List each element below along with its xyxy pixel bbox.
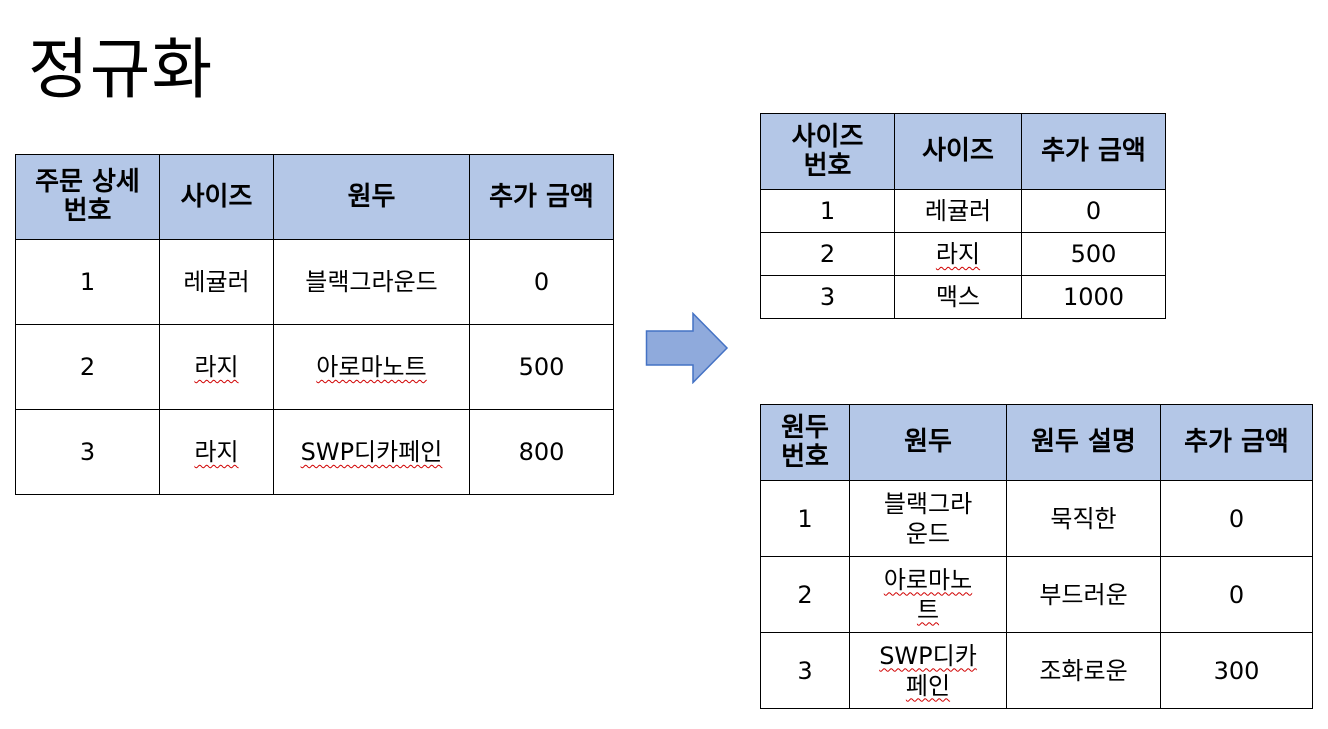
size-table: 사이즈 번호 사이즈 추가 금액 1 레귤러 0 2 라지 500 3 맥스 1… bbox=[760, 113, 1166, 319]
size-no-cell: 3 bbox=[760, 275, 895, 319]
bean-cell: 블랙그라운드 bbox=[273, 239, 470, 325]
size-text: 라지 bbox=[194, 438, 239, 466]
extra-price-cell: 0 bbox=[1160, 480, 1313, 557]
extra-price-cell: 500 bbox=[469, 324, 614, 410]
extra-price-cell: 800 bbox=[469, 409, 614, 495]
size-text: 라지 bbox=[194, 353, 239, 381]
size-cell: 라지 bbox=[159, 324, 274, 410]
table-row: 2 라지 아로마노트 500 bbox=[15, 324, 614, 410]
column-header-order-detail-no: 주문 상세 번호 bbox=[15, 154, 160, 240]
bean-text: 아로마노트 bbox=[883, 565, 973, 624]
table-row: 1 레귤러 0 bbox=[760, 189, 1166, 233]
bean-description-cell: 부드러운 bbox=[1006, 556, 1161, 633]
page-title: 정규화 bbox=[28, 31, 214, 108]
column-header-extra-price: 추가 금액 bbox=[1021, 113, 1166, 190]
size-no-cell: 2 bbox=[760, 232, 895, 276]
extra-price-cell: 500 bbox=[1021, 232, 1166, 276]
bean-cell: SWP디카페인 bbox=[849, 632, 1007, 709]
bean-cell: 아로마노트 bbox=[273, 324, 470, 410]
size-cell: 맥스 bbox=[894, 275, 1022, 319]
bean-description-cell: 조화로운 bbox=[1006, 632, 1161, 709]
size-no-cell: 1 bbox=[760, 189, 895, 233]
column-header-extra-price: 추가 금액 bbox=[1160, 404, 1313, 481]
table-row: 3 라지 SWP디카페인 800 bbox=[15, 409, 614, 495]
column-header-bean-description: 원두 설명 bbox=[1006, 404, 1161, 481]
order-no-cell: 3 bbox=[15, 409, 160, 495]
bean-no-cell: 2 bbox=[760, 556, 850, 633]
column-header-extra-price: 추가 금액 bbox=[469, 154, 614, 240]
extra-price-cell: 300 bbox=[1160, 632, 1313, 709]
extra-price-cell: 0 bbox=[1021, 189, 1166, 233]
order-detail-table: 주문 상세 번호 사이즈 원두 추가 금액 1 레귤러 블랙그라운드 0 2 라… bbox=[15, 154, 614, 495]
column-header-bean: 원두 bbox=[849, 404, 1007, 481]
extra-price-cell: 0 bbox=[1160, 556, 1313, 633]
table-row: 1 레귤러 블랙그라운드 0 bbox=[15, 239, 614, 325]
right-arrow-icon bbox=[645, 312, 729, 384]
table-header-row: 주문 상세 번호 사이즈 원두 추가 금액 bbox=[15, 154, 614, 240]
table-row: 3 SWP디카페인 조화로운 300 bbox=[760, 632, 1313, 709]
bean-text: 아로마노트 bbox=[316, 353, 427, 381]
size-text: 라지 bbox=[935, 240, 981, 268]
column-header-size: 사이즈 bbox=[159, 154, 274, 240]
column-header-bean-no: 원두 번호 bbox=[760, 404, 850, 481]
bean-cell: SWP디카페인 bbox=[273, 409, 470, 495]
bean-cell: 아로마노트 bbox=[849, 556, 1007, 633]
column-header-size-no: 사이즈 번호 bbox=[760, 113, 895, 190]
bean-no-cell: 1 bbox=[760, 480, 850, 557]
table-header-row: 원두 번호 원두 원두 설명 추가 금액 bbox=[760, 404, 1313, 481]
table-row: 1 블랙그라운드 묵직한 0 bbox=[760, 480, 1313, 557]
size-cell: 라지 bbox=[159, 409, 274, 495]
size-cell: 라지 bbox=[894, 232, 1022, 276]
table-header-row: 사이즈 번호 사이즈 추가 금액 bbox=[760, 113, 1166, 190]
table-row: 3 맥스 1000 bbox=[760, 275, 1166, 319]
order-no-cell: 1 bbox=[15, 239, 160, 325]
order-no-cell: 2 bbox=[15, 324, 160, 410]
extra-price-cell: 1000 bbox=[1021, 275, 1166, 319]
table-row: 2 아로마노트 부드러운 0 bbox=[760, 556, 1313, 633]
bean-table: 원두 번호 원두 원두 설명 추가 금액 1 블랙그라운드 묵직한 0 2 아로… bbox=[760, 404, 1313, 709]
size-cell: 레귤러 bbox=[159, 239, 274, 325]
extra-price-cell: 0 bbox=[469, 239, 614, 325]
size-cell: 레귤러 bbox=[894, 189, 1022, 233]
column-header-size: 사이즈 bbox=[894, 113, 1022, 190]
bean-no-cell: 3 bbox=[760, 632, 850, 709]
table-row: 2 라지 500 bbox=[760, 232, 1166, 276]
bean-text: SWP디카페인 bbox=[879, 641, 977, 700]
bean-description-cell: 묵직한 bbox=[1006, 480, 1161, 557]
bean-cell: 블랙그라운드 bbox=[849, 480, 1007, 557]
bean-text: SWP디카페인 bbox=[300, 438, 443, 466]
column-header-bean: 원두 bbox=[273, 154, 470, 240]
